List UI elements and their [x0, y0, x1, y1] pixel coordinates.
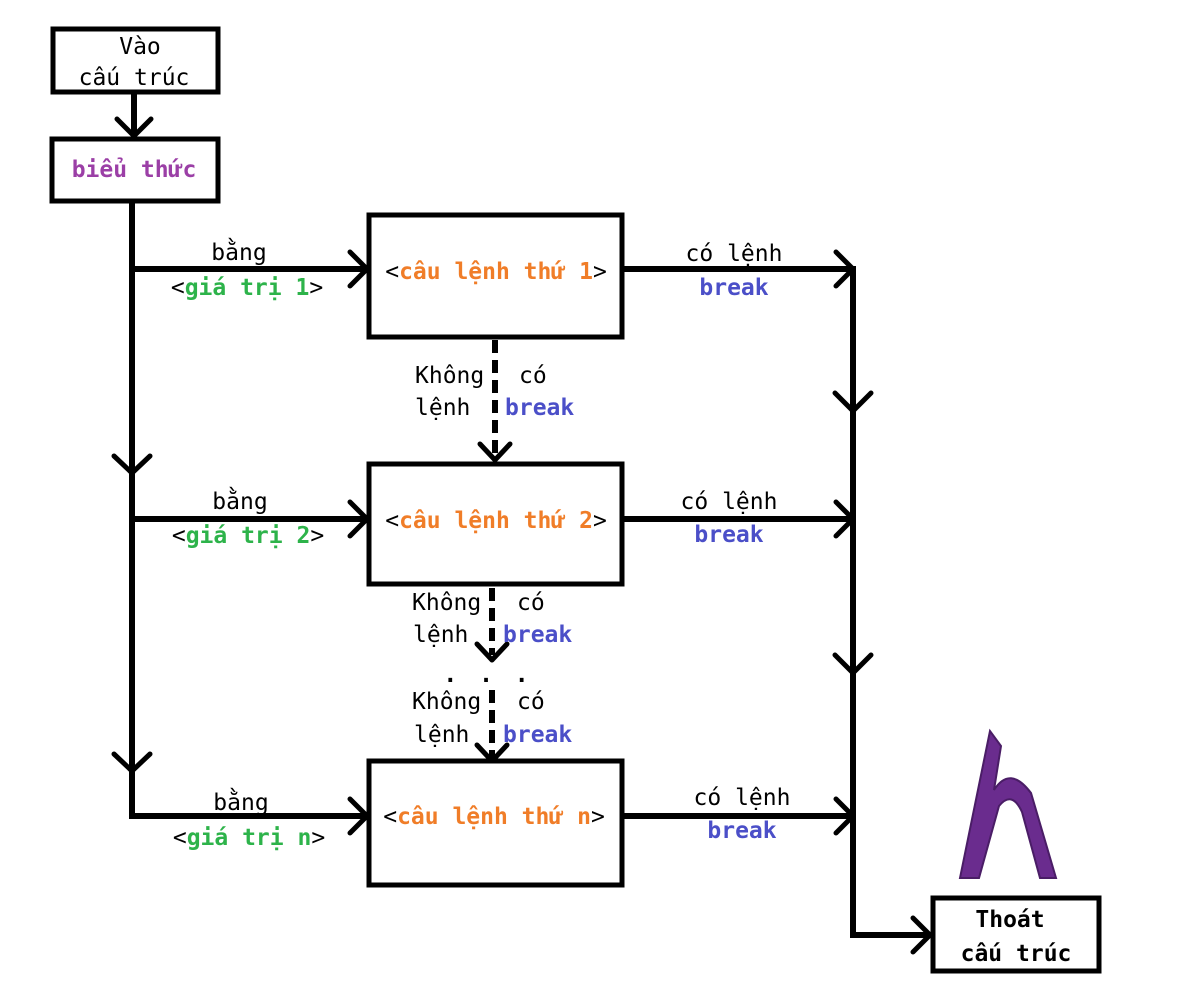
entry-line-2: cấu trúc: [79, 65, 190, 91]
svg-text:bằng: bằng: [211, 237, 266, 266]
arrowhead-collector-2: [832, 652, 874, 676]
ellipsis: . . .: [443, 662, 532, 688]
svg-text:bằng: bằng: [212, 486, 267, 515]
arrowhead-break-n: [833, 796, 856, 836]
case-1-value: giá trị 1: [185, 275, 310, 301]
svg-text:break: break: [503, 722, 572, 748]
case-n-value: giá trị n: [187, 825, 312, 851]
arrowhead-case-1: [347, 249, 370, 289]
svg-text:. . .: . . .: [443, 662, 532, 688]
exit-line-1: Thoát: [975, 907, 1044, 933]
arrowhead-exit: [910, 915, 933, 955]
no-break-1-word2: có: [519, 363, 547, 389]
svg-text:lệnh: lệnh: [414, 722, 469, 748]
case-n-close: >: [311, 825, 325, 851]
arrowhead-break-2: [833, 499, 856, 539]
svg-text:<câu lệnh thứ 2>: <câu lệnh thứ 2>: [385, 508, 607, 534]
statement-n-close: >: [591, 804, 605, 830]
svg-text:có: có: [519, 363, 547, 389]
no-break-3-word3: lệnh: [414, 722, 469, 748]
case-2-value: giá trị 2: [186, 523, 311, 549]
svg-text:lệnh: lệnh: [413, 622, 468, 648]
svg-text:có: có: [517, 590, 545, 616]
svg-text:<giá trị n>: <giá trị n>: [173, 825, 325, 851]
svg-text:Không: Không: [415, 363, 484, 389]
no-break-3-keyword: break: [503, 722, 572, 748]
arrowhead-fallthrough-3: [474, 742, 510, 764]
arrowhead-case-n: [347, 796, 370, 836]
svg-text:Không: Không: [412, 590, 481, 616]
statement-n-open: <: [383, 804, 397, 830]
no-break-2-word1: Không: [412, 590, 481, 616]
break-n-text: có lệnh: [694, 785, 791, 811]
svg-text:<câu lệnh thứ 1>: <câu lệnh thứ 1>: [385, 259, 607, 285]
no-break-1-keyword: break: [505, 395, 574, 421]
statement-1-label: câu lệnh thứ 1: [399, 259, 593, 285]
arrowhead-collector-1: [832, 390, 874, 414]
no-break-3-word2: có: [517, 689, 545, 715]
no-break-3-word1: Không: [412, 689, 481, 715]
statement-2-close: >: [593, 508, 607, 534]
exit-box: [930, 895, 1102, 974]
statement-n-box: [366, 758, 625, 888]
arrowhead-break-1: [833, 249, 856, 289]
svg-text:có lệnh: có lệnh: [694, 785, 791, 811]
svg-text:có: có: [517, 689, 545, 715]
arrowhead-case-2: [347, 499, 370, 539]
svg-text:Thoát: Thoát: [975, 907, 1044, 933]
svg-text:<giá trị 2>: <giá trị 2>: [172, 523, 324, 549]
statement-2-box: [366, 461, 625, 587]
arrowhead-main-2: [111, 751, 153, 774]
case-1-equals: bằng: [211, 237, 266, 266]
arrowhead-fallthrough-1: [477, 441, 513, 463]
svg-text:biểu thức: biểu thức: [72, 157, 197, 183]
no-break-1-word1: Không: [415, 363, 484, 389]
svg-text:Không: Không: [412, 689, 481, 715]
expression-label: biểu thức: [72, 157, 197, 183]
case-2-open: <: [172, 523, 186, 549]
svg-text:<câu lệnh thứ n>: <câu lệnh thứ n>: [383, 804, 605, 830]
svg-text:<giá trị 1>: <giá trị 1>: [171, 275, 323, 301]
statement-n-label: câu lệnh thứ n: [397, 804, 591, 830]
break-1-text: có lệnh: [686, 241, 783, 267]
svg-text:bằng: bằng: [213, 787, 268, 816]
svg-text:break: break: [699, 275, 768, 301]
statement-1-close: >: [593, 259, 607, 285]
svg-text:có lệnh: có lệnh: [681, 489, 778, 515]
break-1-keyword: break: [699, 275, 768, 301]
arrowhead-entry: [114, 116, 154, 139]
case-2-equals: bằng: [212, 486, 267, 515]
arrowhead-fallthrough-2: [474, 641, 510, 663]
svg-text:có lệnh: có lệnh: [686, 241, 783, 267]
svg-text:Vào: Vào: [119, 34, 161, 60]
no-break-2-word3: lệnh: [413, 622, 468, 648]
svg-text:break: break: [505, 395, 574, 421]
statement-1-open: <: [385, 259, 399, 285]
no-break-1-word3: lệnh: [415, 395, 470, 421]
break-2-text: có lệnh: [681, 489, 778, 515]
no-break-2-word2: có: [517, 590, 545, 616]
break-2-keyword: break: [694, 522, 763, 548]
svg-text:break: break: [503, 622, 572, 648]
case-1-close: >: [309, 275, 323, 301]
statement-1-box: [366, 212, 625, 340]
svg-text:break: break: [707, 818, 776, 844]
case-n-equals: bằng: [213, 787, 268, 816]
break-n-keyword: break: [707, 818, 776, 844]
case-1-open: <: [171, 275, 185, 301]
statement-2-label: câu lệnh thứ 2: [399, 508, 593, 534]
statement-2-open: <: [385, 508, 399, 534]
no-break-2-keyword: break: [503, 622, 572, 648]
arrowhead-main-1: [111, 453, 153, 476]
svg-text:cấu trúc: cấu trúc: [961, 941, 1072, 967]
h-letter-logo-icon: [958, 728, 1058, 879]
case-2-close: >: [310, 523, 324, 549]
svg-text:break: break: [694, 522, 763, 548]
svg-text:lệnh: lệnh: [415, 395, 470, 421]
case-n-open: <: [173, 825, 187, 851]
entry-line-1: Vào: [119, 34, 161, 60]
svg-text:cấu trúc: cấu trúc: [79, 65, 190, 91]
exit-line-2: cấu trúc: [961, 941, 1072, 967]
